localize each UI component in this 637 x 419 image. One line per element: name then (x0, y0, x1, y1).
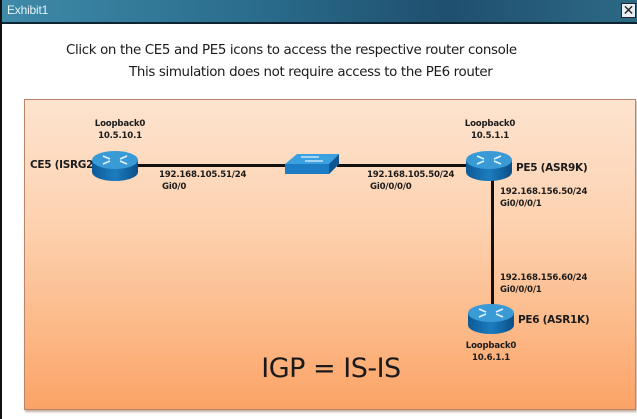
pe6-loopback-ip: 10.6.1.1 (471, 353, 511, 363)
router-icon (468, 304, 514, 334)
link-switch-pe5 (337, 164, 467, 167)
pe6-gi0-0-0-1-ip: 192.168.156.60/24 (500, 273, 588, 283)
link-pe5-pe6 (491, 180, 494, 310)
topology-diagram: Loopback0 10.5.10.1 CE5 (ISRG2) 192.168 (24, 99, 636, 410)
ce5-gi0-0-name: Gi0/0 (162, 182, 187, 192)
pe5-gi0-0-0-1-name: Gi0/0/0/1 (500, 199, 542, 209)
ce5-gi0-0-ip: 192.168.105.51/24 (159, 170, 247, 180)
pe5-loopback-ip: 10.5.1.1 (470, 131, 510, 141)
close-button[interactable]: ✕ (621, 3, 636, 18)
pe6-device-name: PE6 (ASR1K) (518, 314, 590, 326)
pe5-gi0-0-0-0-label: 192.168.105.50/24 Gi0/0/0/0 (367, 169, 454, 193)
pe5-loopback-label: Loopback0 10.5.1.1 (455, 118, 525, 142)
pe6-loopback-name: Loopback0 (465, 341, 517, 351)
router-icon (92, 151, 138, 181)
title-bar: Exhibit1 ✕ (2, 0, 637, 24)
router-icon (466, 151, 512, 181)
ce5-interface-label: 192.168.105.51/24 Gi0/0 (159, 169, 246, 193)
switch-icon (285, 154, 339, 174)
pe6-router (466, 300, 516, 338)
pe6-loopback-label: Loopback0 10.6.1.1 (456, 340, 526, 364)
pe6-interface-label: 192.168.156.60/24 Gi0/0/0/1 (500, 272, 587, 296)
pe5-gi0-0-0-0-ip: 192.168.105.50/24 (367, 170, 455, 180)
ce5-loopback-name: Loopback0 (94, 119, 146, 129)
pe5-gi0-0-0-1-ip: 192.168.156.50/24 (500, 187, 588, 197)
switch-device (283, 152, 341, 178)
pe5-router-button[interactable] (464, 147, 514, 185)
link-ce5-switch (135, 164, 287, 167)
ce5-device-name: CE5 (ISRG2) (30, 159, 98, 171)
instruction-line-1: Click on the CE5 and PE5 icons to access… (66, 43, 517, 58)
pe6-gi0-0-0-1-name: Gi0/0/0/1 (500, 285, 542, 295)
igp-label: IGP = IS-IS (261, 353, 401, 384)
pe5-device-name: PE5 (ASR9K) (516, 162, 588, 174)
close-icon: ✕ (622, 2, 635, 18)
ce5-router-button[interactable] (90, 147, 140, 185)
pe5-gi0-0-0-1-label: 192.168.156.50/24 Gi0/0/0/1 (500, 186, 587, 210)
ce5-loopback-ip: 10.5.10.1 (98, 131, 142, 141)
pe5-loopback-name: Loopback0 (464, 119, 516, 129)
pe5-gi0-0-0-0-name: Gi0/0/0/0 (370, 182, 412, 192)
ce5-loopback-label: Loopback0 10.5.10.1 (85, 118, 155, 142)
instruction-line-2: This simulation does not require access … (129, 65, 493, 80)
window-title: Exhibit1 (7, 3, 49, 17)
